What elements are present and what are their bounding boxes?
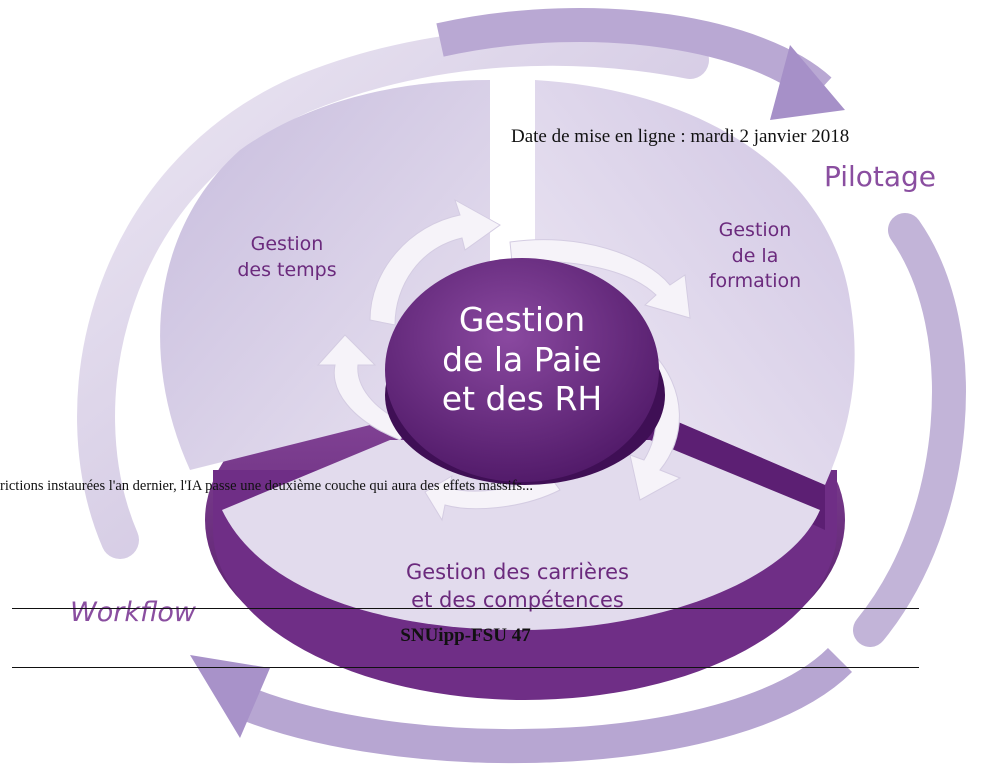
publication-date: Date de mise en ligne : mardi 2 janvier … — [511, 126, 850, 147]
segment-temps-line1: Gestion — [250, 233, 324, 255]
segment-formation-line1: Gestion — [718, 219, 792, 241]
segment-formation-line3: formation — [708, 270, 802, 293]
cycle-arrow-icon — [369, 198, 501, 326]
pilotage-arrow-icon — [770, 45, 845, 120]
segment-temps-label: Gestion des temps — [196, 232, 378, 283]
author-signature: SNUipp-FSU 47 — [400, 625, 531, 646]
center-line3: et des RH — [441, 379, 603, 419]
center-disc — [385, 258, 665, 485]
segment-formation-line2: de la — [731, 244, 779, 267]
center-line2: de la Paie — [442, 339, 602, 379]
segment-carrieres — [222, 440, 820, 630]
center-line1: Gestion — [458, 300, 586, 339]
center-label: Gestion de la Paie et des RH — [402, 300, 642, 419]
outer-cycle-ring — [77, 7, 966, 764]
segment-temps-line2: des temps — [237, 258, 337, 281]
pilotage-label: Pilotage — [823, 160, 937, 193]
article-excerpt: rictions instaurées l'an dernier, l'IA p… — [0, 478, 534, 494]
segment-divider — [490, 70, 535, 260]
workflow-label: Workflow — [70, 597, 196, 628]
segment-formation-label: Gestion de la formation — [672, 218, 838, 295]
segment-carrieres-line2: et des compétences — [411, 588, 624, 613]
cycle-arrow-icon — [424, 473, 561, 522]
divider-top — [12, 608, 919, 609]
divider-bottom — [12, 667, 919, 668]
segment-carrieres-label: Gestion des carrières et des compétences — [360, 558, 675, 615]
cycle-arrow-icon — [509, 239, 691, 319]
segment-carrieres-line1: Gestion des carrières — [405, 560, 629, 584]
cycle-arrow-icon — [316, 334, 411, 441]
workflow-arrow-icon — [190, 655, 270, 738]
